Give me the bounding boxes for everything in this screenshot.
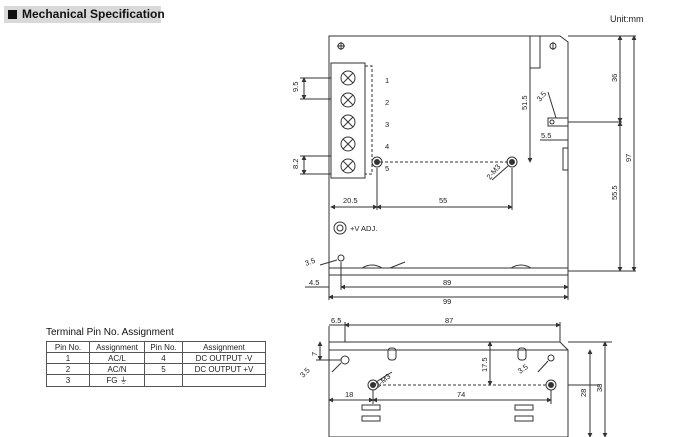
adj-label: +V ADJ. — [350, 224, 377, 233]
table-cell: AC/N — [89, 363, 145, 375]
side-slot-right — [517, 347, 527, 361]
table-header-cell: Pin No. — [144, 341, 183, 353]
dim-total-width: 99 — [443, 297, 451, 306]
terminal-label-2: 2 — [385, 98, 389, 107]
dim-lower-height: 55.5 — [610, 185, 619, 200]
table-cell: DC OUTPUT +V — [182, 363, 266, 375]
side-view — [316, 322, 612, 437]
top-right-bracket — [529, 36, 541, 69]
dim-hole-spacing: 89 — [443, 278, 451, 287]
table-row: 1 AC/L 4 DC OUTPUT -V — [46, 352, 266, 364]
dim-upper-height: 36 — [610, 74, 619, 82]
pin-table-title: Terminal Pin No. Assignment — [46, 327, 174, 338]
bottom-tab-right — [510, 264, 532, 269]
table-cell: 1 — [46, 352, 90, 364]
side-vent-1 — [361, 404, 381, 411]
dim-side-hole-height: 28 — [579, 389, 588, 397]
side-slot-left — [387, 347, 397, 361]
terminal-screw-1 — [340, 70, 356, 86]
terminal-screw-3 — [340, 114, 356, 130]
square-bullet-icon — [8, 10, 17, 19]
dim-terminal-x: 20.5 — [343, 196, 358, 205]
side-left-hole — [340, 355, 350, 365]
dim-edge-offset: 6.5 — [331, 316, 341, 325]
terminal-screw-4 — [340, 136, 356, 152]
section-header: Mechanical Specification — [4, 6, 165, 23]
terminal-block — [330, 62, 366, 179]
dim-side-m3-label: 2-M3 — [374, 372, 393, 390]
section-title: Mechanical Specification — [22, 7, 165, 21]
side-vent-2 — [361, 415, 381, 422]
terminal-screws — [340, 70, 356, 174]
table-cell — [144, 374, 183, 387]
terminal-screw-2 — [340, 92, 356, 108]
dim-side-total-height: 38 — [595, 384, 604, 392]
dim-slot-dia: 3.5 — [535, 90, 549, 104]
terminal-label-3: 3 — [385, 120, 389, 129]
dim-left-hole-dia: 3.5 — [304, 256, 317, 268]
dim-top-offset: 7 — [310, 352, 319, 356]
table-cell — [182, 374, 266, 387]
dim-pin-offset: 8.2 — [291, 159, 300, 169]
dim-pin-pitch: 9.5 — [291, 82, 300, 92]
top-view — [300, 35, 637, 300]
table-cell: 2 — [46, 363, 90, 375]
terminal-screw-5 — [340, 158, 356, 174]
dim-side-right-hole-dia: 3.5 — [516, 362, 530, 375]
right-notch — [562, 147, 569, 171]
table-header-row: Pin No. Assignment Pin No. Assignment — [46, 341, 266, 353]
table-header-cell: Assignment — [89, 341, 145, 353]
bottom-tab-left — [361, 264, 383, 269]
dim-slot-height: 17.5 — [480, 357, 489, 372]
table-header-cell: Pin No. — [46, 341, 90, 353]
dim-slot-offset: 5.5 — [541, 131, 551, 140]
dim-m3-label: 2-M3 — [485, 162, 503, 181]
terminal-label-4: 4 — [385, 142, 389, 151]
dim-side-hole-spacing: 74 — [457, 390, 465, 399]
table-cell: 4 — [144, 352, 183, 364]
table-cell: FG ⏚ — [89, 374, 145, 387]
adj-potentiometer — [333, 221, 347, 235]
side-right-hole — [547, 354, 555, 362]
dim-left-margin: 18 — [345, 390, 353, 399]
dim-left-offset: 4.5 — [309, 278, 319, 287]
table-cell: 5 — [144, 363, 183, 375]
terminal-label-5: 5 — [385, 164, 389, 173]
dim-m3-spacing: 55 — [439, 196, 447, 205]
terminal-cover — [364, 65, 373, 175]
dim-total-height: 97 — [624, 154, 633, 162]
table-cell: DC OUTPUT -V — [182, 352, 266, 364]
pin-assignment-table: Pin No. Assignment Pin No. Assignment 1 … — [46, 341, 266, 387]
table-cell: AC/L — [89, 352, 145, 364]
dim-hole-height: 51.5 — [520, 95, 529, 110]
unit-label: Unit:mm — [610, 14, 644, 24]
terminal-label-1: 1 — [385, 76, 389, 85]
table-cell: 3 — [46, 374, 90, 387]
bottom-left-hole — [337, 254, 345, 262]
table-header-cell: Assignment — [182, 341, 266, 353]
dim-side-left-hole-dia: 3.5 — [298, 366, 312, 380]
side-vent-4 — [514, 415, 534, 422]
table-row: 2 AC/N 5 DC OUTPUT +V — [46, 363, 266, 375]
table-row: 3 FG ⏚ — [46, 374, 266, 387]
side-view-outline — [328, 341, 569, 437]
side-slot — [547, 117, 569, 127]
side-vent-3 — [514, 404, 534, 411]
dim-side-width: 87 — [445, 316, 453, 325]
